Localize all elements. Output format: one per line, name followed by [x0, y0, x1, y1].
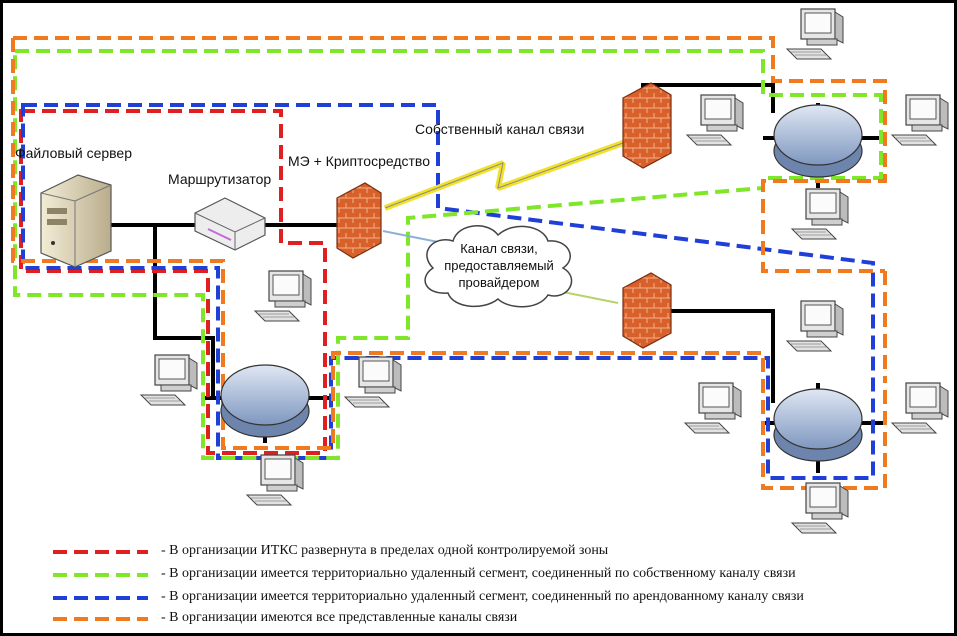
- hub-icon: [220, 364, 310, 438]
- cloud-icon: [424, 225, 573, 308]
- legend-item: - В организации имеется территориально у…: [43, 589, 943, 609]
- workstation-icon: [791, 482, 849, 534]
- zone-green: [13, 49, 883, 460]
- workstation-icon: [254, 270, 312, 322]
- workstation-icon: [684, 382, 742, 434]
- workstation-icon: [791, 188, 849, 240]
- router-icon: [194, 197, 266, 251]
- legend-line-green: [53, 573, 148, 577]
- workstation-icon: [140, 354, 198, 406]
- zone-blue: [21, 103, 875, 480]
- firewall-icon: [622, 272, 672, 349]
- router-label: Маршрутизатор: [168, 171, 272, 187]
- provider-channel-label: Канал связи, предоставляемый провайдером: [444, 241, 554, 290]
- workstation-icon: [786, 300, 844, 352]
- legend-item: - В организации ИТКС развернута в предел…: [43, 543, 943, 563]
- workstation-icon: [686, 94, 744, 146]
- firewall-icon: [622, 82, 672, 169]
- workstation-icon: [891, 382, 949, 434]
- hub-icon: [773, 388, 863, 462]
- diagram-svg: [11, 8, 949, 534]
- legend-item: - В организации имеются все представленн…: [43, 610, 943, 630]
- file-server-label: Файловый сервер: [15, 145, 132, 161]
- workstation-icon: [891, 94, 949, 146]
- workstation-icon: [786, 8, 844, 60]
- legend-line-red: [53, 550, 148, 554]
- legend-line-orange: [53, 617, 148, 621]
- own-channel-label: Собственный канал связи: [415, 121, 585, 137]
- legend-item: - В организации имеется территориально у…: [43, 566, 943, 586]
- zone-red: [19, 109, 327, 455]
- workstation-icon: [246, 454, 304, 506]
- legend-line-blue: [53, 596, 148, 600]
- hub-icon: [773, 104, 863, 178]
- firewall-crypto-label: МЭ + Криптосредство: [288, 153, 430, 169]
- workstation-icon: [344, 356, 402, 408]
- firewall-icon: [336, 182, 382, 259]
- server-icon: [40, 174, 112, 268]
